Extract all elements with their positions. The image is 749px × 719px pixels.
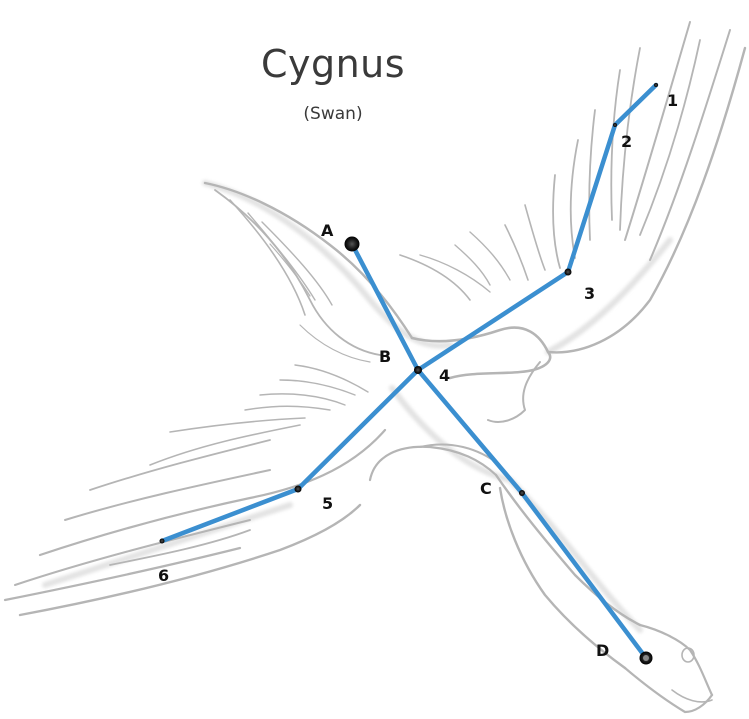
label-B: B (379, 347, 391, 366)
constellation-lines (159, 82, 659, 661)
label-A: A (321, 221, 334, 240)
star-6 (159, 538, 165, 544)
label-3: 3 (584, 284, 595, 303)
star-labels: A B C D 1 2 3 4 5 6 (158, 91, 678, 660)
label-D: D (596, 641, 609, 660)
star-3 (564, 268, 572, 276)
label-2: 2 (621, 132, 632, 151)
label-C: C (480, 479, 492, 498)
label-5: 5 (322, 494, 333, 513)
star-A (344, 236, 360, 252)
line-A-D (349, 241, 649, 661)
label-1: 1 (667, 91, 678, 110)
star-2 (613, 123, 617, 127)
label-6: 6 (158, 566, 169, 585)
constellation-subtitle: (Swan) (303, 104, 363, 124)
constellation-title: Cygnus (260, 42, 406, 86)
swan-outline (3, 21, 747, 714)
star-C (519, 490, 525, 496)
star-B (414, 366, 422, 374)
label-4: 4 (439, 366, 450, 385)
stars (159, 83, 658, 665)
star-5 (294, 485, 302, 493)
star-1 (654, 83, 658, 87)
line-1-6 (159, 82, 659, 544)
